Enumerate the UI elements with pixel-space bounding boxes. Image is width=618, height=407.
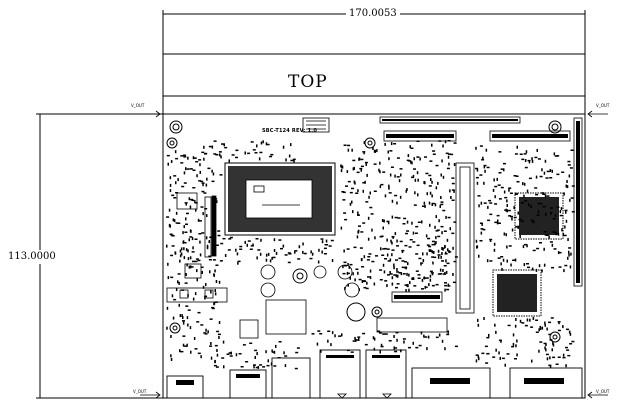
top-connectors [302, 116, 571, 142]
height-dimension-label: 113.0000 [8, 250, 56, 264]
memory-slot [455, 162, 475, 314]
capacitors [260, 264, 360, 298]
marker-top-right: V_OUT [596, 103, 610, 108]
mounting-holes [166, 120, 562, 343]
marker-top-left: V_OUT [131, 103, 145, 108]
qfp-chip-lower [492, 269, 542, 317]
top-connector-pins [382, 119, 568, 138]
marker-bottom-left: V_OUT [133, 389, 147, 394]
top-view-frame [162, 53, 586, 97]
marker-bottom-right: V_OUT [596, 389, 610, 394]
bottom-io-connectors [166, 349, 583, 399]
right-header [573, 117, 583, 287]
expansion-slot [376, 291, 448, 333]
connector-details [176, 355, 564, 385]
board-revision-label: SBC-T124 REV: 1.0 [262, 128, 318, 134]
soc-chip [224, 162, 336, 236]
smd-components [166, 140, 575, 370]
view-title: TOP [288, 72, 328, 92]
width-dimension-label: 170.0053 [346, 9, 400, 19]
